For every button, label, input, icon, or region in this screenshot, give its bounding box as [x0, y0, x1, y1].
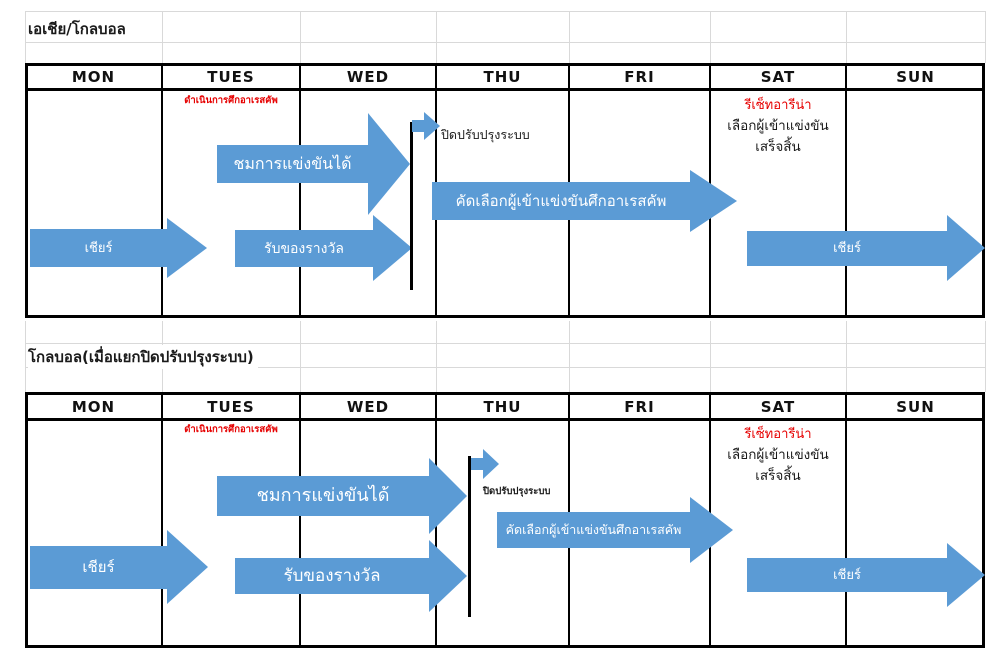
grid-line [569, 11, 570, 63]
selection-finished-note: เลือกผู้เข้าแข่งขัน เสร็จสิ้น [702, 116, 854, 158]
day-header: SAT [760, 398, 796, 416]
maintenance-marker-arrow-icon [471, 449, 499, 479]
receive-rewards-arrow: รับของรางวัล [235, 540, 467, 612]
cheer-arrow-label: เชียร์ [82, 558, 115, 576]
grid-line [25, 367, 985, 368]
grid-line [985, 11, 986, 63]
table1-column-line [845, 63, 847, 318]
selection-finished-note: เลือกผู้เข้าแข่งขัน เสร็จสิ้น [702, 445, 854, 487]
arrow-head-icon [947, 215, 985, 281]
grid-line [162, 11, 163, 63]
receive-rewards-label: รับของรางวัล [283, 565, 381, 586]
operate-note: ดำเนินการศึกอาเรสคัพ [184, 424, 278, 435]
table2-header-separator [25, 418, 985, 421]
table2-column-line [299, 392, 301, 648]
arrow-head-icon [429, 540, 467, 612]
grid-line [846, 321, 847, 392]
grid-line [436, 321, 437, 392]
arrow-head-icon [167, 530, 208, 604]
arrow-head-icon [429, 458, 467, 534]
table1-column-line [161, 63, 163, 318]
grid-line [985, 321, 986, 392]
select-contestants-arrow: คัดเลือกผู้เข้าแข่งขันศึกอาเรสคัพ [432, 170, 737, 232]
maintenance-marker-line [410, 122, 413, 290]
grid-line [569, 321, 570, 392]
day-header: TUES [207, 398, 255, 416]
arrow-head-icon [424, 112, 440, 140]
cheer-weekend-arrow: เชียร์ [747, 543, 985, 607]
cheer-arrow: เชียร์ [30, 530, 208, 604]
day-header: WED [346, 398, 390, 416]
cheer-weekend-label: เชียร์ [833, 567, 861, 583]
selection-finished-line1: เลือกผู้เข้าแข่งขัน [727, 447, 829, 463]
selection-finished-line2: เสร็จสิ้น [755, 139, 801, 155]
arrow-head-icon [483, 449, 499, 479]
maintenance-marker-arrow-icon [412, 112, 440, 140]
operate-note: ดำเนินการศึกอาเรสคัพ [184, 95, 278, 106]
select-contestants-label: คัดเลือกผู้เข้าแข่งขันศึกอาเรสคัพ [455, 191, 667, 210]
cheer-weekend-arrow: เชียร์ [747, 215, 985, 281]
select-contestants-arrow: คัดเลือกผู้เข้าแข่งขันศึกอาเรสคัพ [497, 497, 733, 563]
day-header: THU [483, 68, 522, 86]
day-header: SUN [896, 68, 935, 86]
day-header: FRI [624, 68, 655, 86]
day-header: FRI [624, 398, 655, 416]
cheer-arrow-label: เชียร์ [84, 240, 113, 256]
table1-column-line [299, 63, 301, 318]
arrow-head-icon [368, 113, 410, 215]
grid-line [300, 11, 301, 63]
grid-line [25, 11, 985, 12]
table2-frame [25, 392, 985, 648]
day-header: MON [71, 398, 116, 416]
table2-column-line [161, 392, 163, 648]
day-header: THU [483, 398, 522, 416]
table2-column-line [845, 392, 847, 648]
grid-line [25, 343, 985, 344]
table1-frame [25, 63, 985, 318]
day-header: TUES [207, 68, 255, 86]
receive-rewards-label: รับของรางวัล [264, 240, 344, 257]
grid-line [300, 321, 301, 392]
arrow-head-icon [167, 218, 207, 278]
day-header: MON [71, 68, 116, 86]
cheer-arrow: เชียร์ [30, 218, 207, 278]
grid-line [25, 11, 26, 63]
watch-matches-arrow: ชมการแข่งขันได้ [217, 113, 410, 215]
arrow-head-icon [947, 543, 985, 607]
arrow-head-icon [690, 497, 733, 563]
section1-title: เอเชีย/โกลบอล [28, 17, 130, 41]
watch-matches-label: ชมการแข่งขันได้ [233, 154, 352, 173]
maintenance-note: ปิดปรับปรุงระบบ [441, 127, 530, 142]
day-header: SUN [896, 398, 935, 416]
watch-matches-label: ชมการแข่งขันได้ [256, 485, 390, 506]
day-header: WED [346, 68, 390, 86]
arrow-head-icon [373, 215, 412, 281]
reset-arena-note: รีเซ็ทอารีน่า [744, 98, 812, 113]
grid-line [436, 11, 437, 63]
cheer-weekend-label: เชียร์ [833, 241, 861, 256]
maintenance-note: ปิดปรับปรุงระบบ [483, 486, 551, 497]
arrow-head-icon [690, 170, 737, 232]
grid-line [25, 321, 26, 392]
selection-finished-line1: เลือกผู้เข้าแข่งขัน [727, 118, 829, 134]
grid-line [846, 11, 847, 63]
reset-arena-note: รีเซ็ทอารีน่า [744, 427, 812, 442]
section2-title: โกลบอล(เมื่อแยกปิดปรับปรุงระบบ) [28, 345, 258, 369]
grid-line [710, 321, 711, 392]
select-contestants-label: คัดเลือกผู้เข้าแข่งขันศึกอาเรสคัพ [505, 521, 682, 537]
grid-line [25, 42, 985, 43]
table1-header-separator [25, 88, 985, 91]
watch-matches-arrow: ชมการแข่งขันได้ [217, 458, 467, 534]
maintenance-marker-line [468, 456, 471, 617]
grid-line [710, 11, 711, 63]
receive-rewards-arrow: รับของรางวัล [235, 215, 412, 281]
day-header: SAT [760, 68, 796, 86]
selection-finished-line2: เสร็จสิ้น [755, 468, 801, 484]
